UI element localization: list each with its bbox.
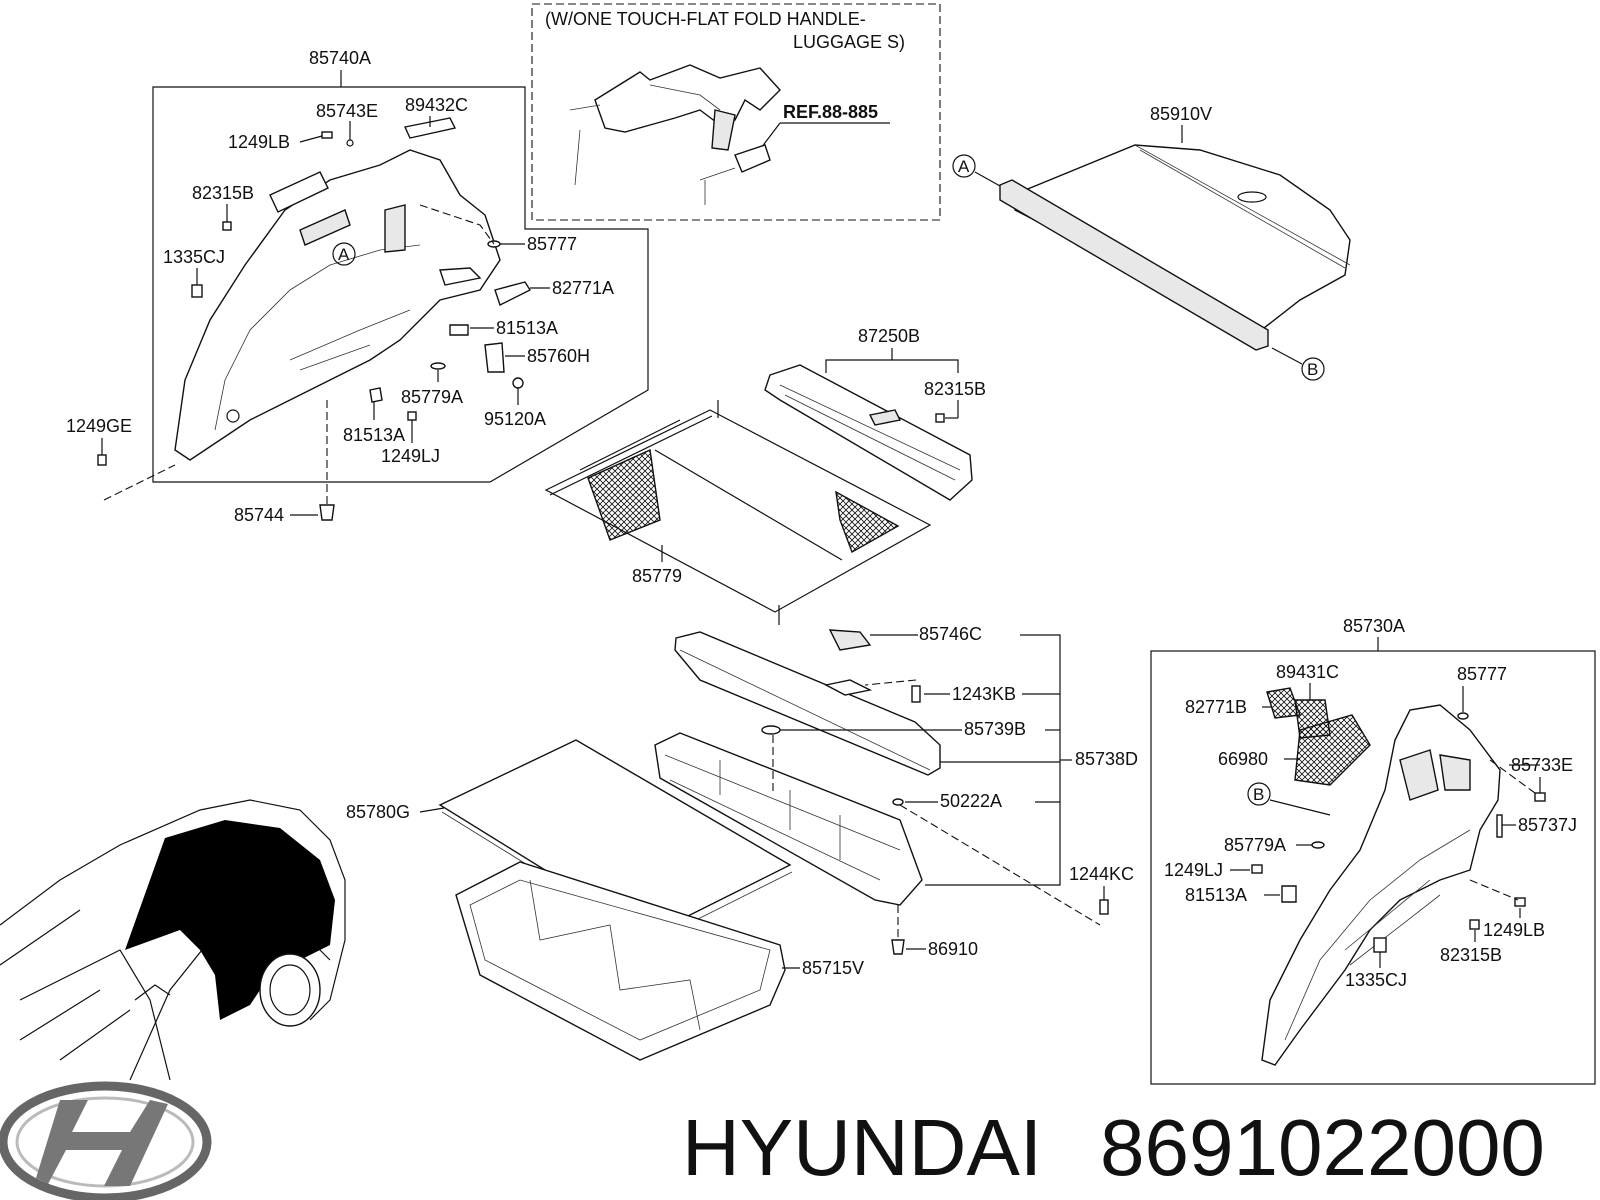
label-85779A-left: 85779A	[401, 387, 463, 407]
label-85780G: 85780G	[346, 802, 410, 822]
label-95120A: 95120A	[484, 409, 546, 429]
label-82315B-left: 82315B	[192, 183, 254, 203]
vehicle-locator	[0, 799, 346, 1081]
inset-note-line2: LUGGAGE S)	[793, 32, 905, 52]
label-85740A: 85740A	[309, 48, 371, 68]
label-81513A-bottom: 81513A	[343, 425, 405, 445]
label-86910: 86910	[928, 939, 978, 959]
label-1249LJ-right: 1249LJ	[1164, 860, 1223, 880]
label-1249LJ-left: 1249LJ	[381, 446, 440, 466]
label-50222A: 50222A	[940, 791, 1002, 811]
label-1249GE: 1249GE	[66, 416, 132, 436]
marker-b-right: B	[1253, 785, 1264, 804]
label-81513A-right: 81513A	[496, 318, 558, 338]
hyundai-logo-icon	[0, 1081, 212, 1200]
label-85910V: 85910V	[1150, 104, 1212, 124]
cargo-cover: 85910V A B	[952, 104, 1351, 381]
brand-footer: HYUNDAI 8691022000	[0, 1081, 1545, 1200]
label-85777-right: 85777	[1457, 664, 1507, 684]
label-1249LB-right: 1249LB	[1483, 920, 1545, 940]
trim-highlight	[125, 820, 335, 1020]
brand-name: HYUNDAI	[682, 1103, 1042, 1192]
sill-trim: 87250B 82315B	[764, 326, 986, 501]
label-85715V: 85715V	[802, 958, 864, 978]
label-85730A: 85730A	[1343, 616, 1405, 636]
left-trim-group: 85740A 85743E 89432C 1249LB 82315B 1335C…	[66, 48, 649, 525]
inset-detail: (W/ONE TOUCH-FLAT FOLD HANDLE- LUGGAGE S…	[531, 3, 941, 221]
label-85779: 85779	[632, 566, 682, 586]
label-85744: 85744	[234, 505, 284, 525]
label-85779A-right: 85779A	[1224, 835, 1286, 855]
label-1335CJ-left: 1335CJ	[163, 247, 225, 267]
label-82771B: 82771B	[1185, 697, 1247, 717]
right-trim-group: 85730A 89431C 85777 82771B 66980 85733E …	[1150, 616, 1596, 1085]
label-85760H: 85760H	[527, 346, 590, 366]
label-85733E: 85733E	[1511, 755, 1573, 775]
label-1249LB-left: 1249LB	[228, 132, 290, 152]
label-82315B-right: 82315B	[1440, 945, 1502, 965]
label-85737J: 85737J	[1518, 815, 1577, 835]
cargo-net: 85779	[544, 400, 932, 625]
inset-ref-label: REF.88-885	[783, 102, 878, 122]
part-number: 8691022000	[1100, 1103, 1545, 1192]
label-66980: 66980	[1218, 749, 1268, 769]
label-85777-left: 85777	[527, 234, 577, 254]
luggage-board-group: 85746C 1243KB 85739B 85738D 50222A	[654, 624, 1138, 926]
inset-note-line1: (W/ONE TOUCH-FLAT FOLD HANDLE-	[545, 9, 866, 29]
label-1335CJ-right: 1335CJ	[1345, 970, 1407, 990]
label-82771A: 82771A	[552, 278, 614, 298]
marker-b-cover: B	[1307, 360, 1318, 379]
marker-a-cover: A	[958, 157, 970, 176]
label-85739B: 85739B	[964, 719, 1026, 739]
marker-a-left: A	[338, 245, 350, 264]
label-1244KC: 1244KC	[1069, 864, 1134, 884]
label-85738D: 85738D	[1075, 749, 1138, 769]
label-85743E: 85743E	[316, 101, 378, 121]
label-89432C: 89432C	[405, 95, 468, 115]
label-87250B: 87250B	[858, 326, 920, 346]
label-81513A-rightgroup: 81513A	[1185, 885, 1247, 905]
label-82315B-mid: 82315B	[924, 379, 986, 399]
label-1243KB: 1243KB	[952, 684, 1016, 704]
label-85746C: 85746C	[919, 624, 982, 644]
label-89431C: 89431C	[1276, 662, 1339, 682]
storage-box: 85715V 1244KC 86910	[455, 861, 1134, 1061]
